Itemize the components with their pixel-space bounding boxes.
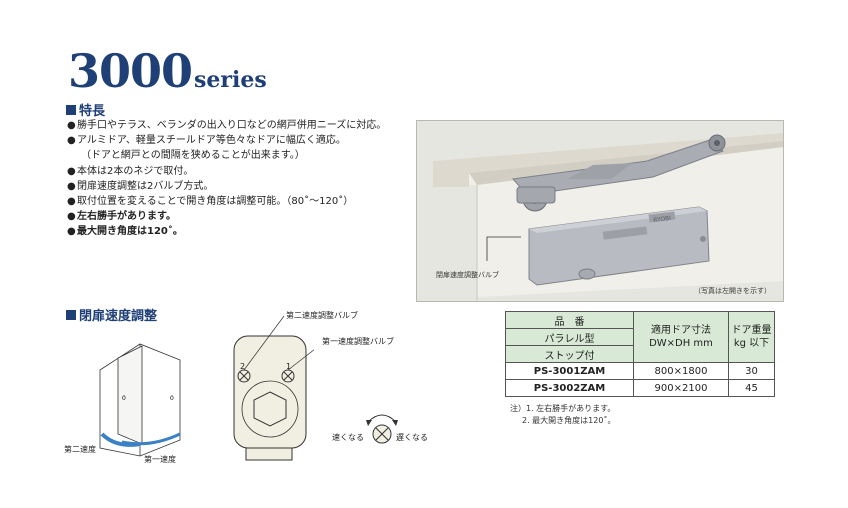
series-title: 3000series xyxy=(68,44,267,98)
feature-item: ●本体は2本のネジで取付。 xyxy=(67,165,194,177)
feature-item: ●左右勝手があります。 xyxy=(67,211,176,223)
header-parallel-type: パラレル型 xyxy=(505,328,634,346)
speed-dial-diagram xyxy=(332,402,442,456)
feature-item: （ドアと網戸との間隔を狭めることが出来ます。） xyxy=(81,150,305,162)
series-number: 3000 xyxy=(68,44,193,98)
feature-item: ●勝手口やテラス、ベランダの出入り口などの網戸併用ニーズに対応。 xyxy=(67,120,387,131)
valve-number-1: 1 xyxy=(286,362,292,371)
photo-callout-label: 閉扉速度調整バルブ xyxy=(436,271,499,279)
door-diagram: 0 0 xyxy=(80,330,190,464)
svg-text:0: 0 xyxy=(170,395,174,402)
header-part-number: 品 番 xyxy=(505,311,634,329)
speed-heading: 閉扉速度調整 xyxy=(66,305,157,324)
speed-heading-text: 閉扉速度調整 xyxy=(79,309,158,324)
heading-square-icon xyxy=(66,309,76,320)
slower-label: 遅くなる xyxy=(396,433,428,442)
header-door-size: 適用ドア寸法 DW×DH mm xyxy=(633,311,729,363)
features-heading: 特長 xyxy=(66,100,105,119)
header-door-weight: ドア重量 kg 以下 xyxy=(728,311,775,363)
heading-square-icon xyxy=(66,104,76,115)
first-valve-label: 第一速度調整バルブ xyxy=(322,337,394,346)
spec-table: 品 番 適用ドア寸法 DW×DH mm ドア重量 kg 以下 パラレル型 ストッ… xyxy=(505,311,775,397)
faster-label: 速くなる xyxy=(332,433,364,442)
valve-number-2: 2 xyxy=(240,362,246,371)
features-list: ●勝手口やテラス、ベランダの出入り口などの網戸併用ニーズに対応。 ●アルミドア、… xyxy=(67,118,427,240)
door-closer-illustration: RYOBI xyxy=(417,121,783,301)
second-speed-label: 第二速度 xyxy=(64,445,96,454)
table-notes: 注）1. 左右勝手があります。 2. 最大開き角度は120˚。 xyxy=(510,403,615,427)
features-heading-text: 特長 xyxy=(79,104,106,119)
table-row: PS-3002ZAM 900×2100 45 xyxy=(505,379,775,397)
series-suffix: series xyxy=(194,67,267,93)
second-valve-label: 第二速度調整バルブ xyxy=(286,311,358,320)
note-line: 注）1. 左右勝手があります。 xyxy=(510,404,616,413)
product-photo: RYOBI xyxy=(416,120,784,302)
photo-note: （写真は左開きを示す） xyxy=(694,287,771,295)
note-line: 2. 最大開き角度は120˚。 xyxy=(522,416,616,425)
photo-brand-mark: RYOBI xyxy=(653,215,672,224)
first-speed-label: 第一速度 xyxy=(144,455,176,464)
table-row: PS-3001ZAM 800×1800 30 xyxy=(505,362,775,380)
feature-item: ●最大開き角度は120˚。 xyxy=(67,226,183,238)
valve-diagram xyxy=(224,306,325,470)
feature-item: ●閉扉速度調整は2バルブ方式。 xyxy=(67,180,214,192)
feature-item: ●取付位置を変えることで開き角度は調整可能。（80˚～120˚） xyxy=(67,196,354,208)
svg-text:0: 0 xyxy=(122,395,126,402)
feature-item: ●アルミドア、軽量スチールドア等色々なドアに幅広く適応。 xyxy=(67,135,346,147)
header-with-stop: ストップ付 xyxy=(505,345,634,363)
